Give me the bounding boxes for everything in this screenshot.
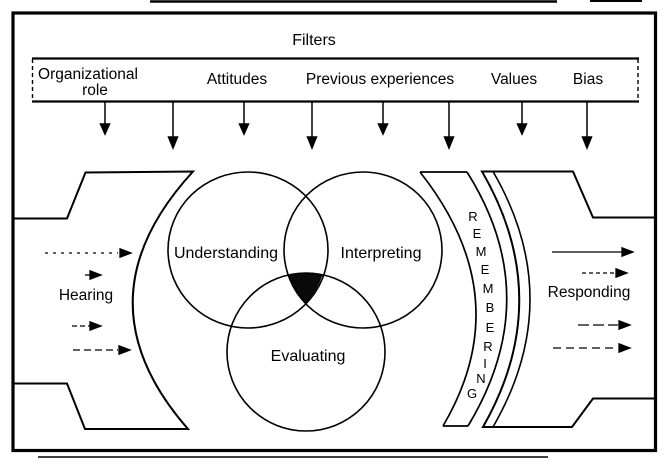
filter-arrow: [238, 102, 250, 136]
hearing-arrow: [85, 269, 103, 281]
filter-bias: Bias: [573, 71, 603, 88]
filter-previous-experiences: Previous experiences: [306, 71, 454, 88]
frame-border: [11, 11, 658, 453]
scan-artifact-line: [38, 0, 642, 458]
remembering-letter: R: [468, 209, 477, 224]
filter-organizational-role-line1: Organizational: [38, 66, 138, 83]
remembering-letter: M: [476, 244, 487, 259]
filter-arrow: [167, 102, 179, 150]
interpreting-label: Interpreting: [341, 245, 422, 262]
hearing-arrow: [72, 320, 103, 332]
filter-arrows: [99, 102, 593, 150]
responding-arrow: [553, 342, 632, 354]
filter-arrow: [443, 102, 455, 150]
remembering-letter: I: [483, 356, 487, 371]
filter-labels: Organizational role Attitudes Previous e…: [38, 66, 603, 99]
evaluating-label: Evaluating: [271, 348, 346, 365]
filter-organizational-role-line2: role: [82, 82, 108, 99]
filter-arrow: [99, 102, 111, 136]
filters-box: [31, 57, 639, 103]
remembering-letter: E: [481, 262, 490, 277]
hearing-arrows: [45, 247, 133, 356]
remembering-letter: B: [486, 300, 495, 315]
venn-understanding-circle: [167, 171, 329, 329]
remembering-letter: R: [483, 339, 492, 354]
remembering-letter: G: [467, 386, 477, 401]
filter-arrow: [377, 102, 389, 136]
memory-echo-band: [492, 171, 531, 428]
hearing-arrow: [45, 247, 133, 259]
remembering-letter: E: [486, 320, 495, 335]
filters-title: Filters: [292, 32, 336, 49]
filter-values: Values: [491, 71, 537, 88]
remembering-letter: E: [473, 226, 482, 241]
remembering-letter: M: [483, 281, 494, 296]
hearing-funnel: [14, 170, 196, 430]
filter-arrow: [516, 102, 528, 136]
responding-funnel: [480, 170, 655, 428]
responding-label: Responding: [548, 284, 631, 301]
responding-arrow: [582, 267, 629, 279]
responding-arrows: [552, 246, 635, 354]
remembering-band: [419, 171, 508, 427]
venn-interpreting-circle: [283, 171, 443, 329]
hearing-arrow: [73, 344, 132, 356]
hearing-label: Hearing: [59, 287, 113, 304]
responding-arrow: [578, 319, 632, 331]
filter-arrow: [306, 102, 318, 150]
filter-arrow: [581, 102, 593, 150]
understanding-label: Understanding: [174, 245, 278, 262]
remembering-letter: N: [476, 371, 485, 386]
venn-core-intersection: [288, 272, 323, 304]
responding-arrow: [552, 246, 635, 258]
filter-attitudes: Attitudes: [207, 71, 268, 88]
